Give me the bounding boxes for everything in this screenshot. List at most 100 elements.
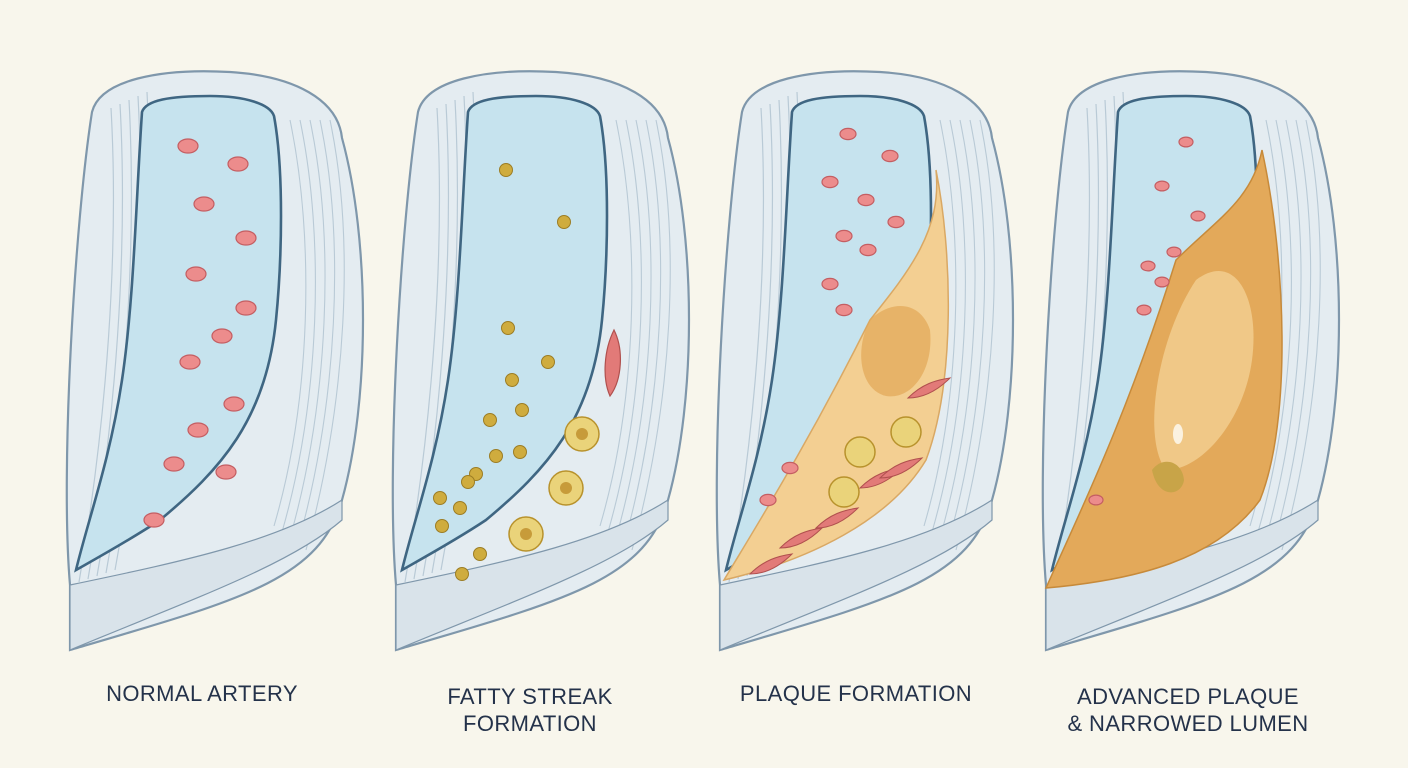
foam-cell-nucleus <box>576 428 588 440</box>
red-blood-cell <box>223 396 245 412</box>
caption-plaque-formation: PLAQUE FORMATION <box>739 681 973 706</box>
lipid-droplet <box>453 501 467 515</box>
red-blood-cell <box>163 456 185 472</box>
wall-cross-section <box>719 498 993 651</box>
foam-cell <box>844 436 876 468</box>
wall-fibre <box>281 119 316 533</box>
red-blood-cell <box>1190 210 1206 222</box>
wall-fibre <box>607 119 642 533</box>
wall-fibre <box>631 119 671 551</box>
lipid-droplet <box>505 373 519 387</box>
red-blood-cell <box>179 354 201 370</box>
panel-fatty-streak <box>391 70 691 652</box>
red-blood-cell <box>781 461 799 475</box>
cholesterol-crystal <box>1173 424 1183 444</box>
lipid-droplet <box>513 445 527 459</box>
plaque-core <box>1154 271 1254 470</box>
wall-fibre <box>1265 119 1302 539</box>
wall-cross-section <box>69 498 343 651</box>
red-blood-cell <box>1088 494 1104 506</box>
caption-advanced-plaque: ADVANCED PLAQUE & NARROWED LUMEN <box>1067 684 1309 736</box>
wall-fibre <box>599 119 633 527</box>
red-blood-cell <box>1136 304 1152 316</box>
red-blood-cell <box>235 300 257 316</box>
lipid-droplet <box>489 449 503 463</box>
lipid-droplet <box>435 519 449 533</box>
wall-fibre <box>1273 119 1312 545</box>
lipid-core <box>861 306 931 397</box>
red-blood-cell <box>143 512 165 528</box>
panel-plaque-formation <box>715 70 1015 652</box>
red-blood-cell <box>759 493 777 507</box>
lipid-droplet <box>461 475 475 489</box>
wall-cross-section <box>395 498 669 651</box>
panel-advanced-plaque <box>1041 70 1341 652</box>
red-blood-cell <box>835 303 853 317</box>
smooth-muscle-cell <box>748 553 794 575</box>
smooth-muscle-cell <box>878 457 924 479</box>
artery-wall-group <box>1041 70 1341 652</box>
wall-fibre <box>955 119 995 551</box>
red-blood-cell <box>881 149 899 163</box>
red-blood-cell <box>211 328 233 344</box>
wall-fibre <box>273 119 307 527</box>
calcified-spot <box>1152 461 1184 493</box>
lipid-droplet <box>541 355 555 369</box>
artery-wall-group <box>391 70 691 652</box>
wall-fibre <box>289 119 326 539</box>
red-blood-cell <box>235 230 257 246</box>
smooth-muscle-cell <box>778 527 824 549</box>
red-blood-cell <box>1166 246 1182 258</box>
wall-fibre <box>297 119 336 545</box>
red-blood-cell <box>839 127 857 141</box>
wall-fibre <box>615 119 652 539</box>
wall-fibre <box>305 119 345 551</box>
lipid-droplet <box>433 491 447 505</box>
lipid-droplet <box>473 547 487 561</box>
foam-cell <box>890 416 922 448</box>
red-blood-cell <box>227 156 249 172</box>
red-blood-cell <box>1140 260 1156 272</box>
red-blood-cell <box>835 229 853 243</box>
wall-fibre <box>623 119 662 545</box>
red-blood-cell <box>177 138 199 154</box>
smooth-muscle-cell <box>604 328 621 398</box>
artery-wall-group <box>715 70 1015 652</box>
red-blood-cell <box>215 464 237 480</box>
red-blood-cell <box>1154 276 1170 288</box>
wall-fibre <box>1257 119 1292 533</box>
wall-fibre <box>923 119 957 527</box>
red-blood-cell <box>187 422 209 438</box>
red-blood-cell <box>859 243 877 257</box>
artery-wall-group <box>65 70 365 652</box>
red-blood-cell <box>887 215 905 229</box>
lipid-droplet <box>557 215 571 229</box>
smooth-muscle-cell <box>814 507 860 529</box>
lipid-droplet <box>515 403 529 417</box>
panel-normal-artery <box>65 70 365 652</box>
red-blood-cell <box>857 193 875 207</box>
red-blood-cell <box>821 175 839 189</box>
lipid-droplet <box>501 321 515 335</box>
red-blood-cell <box>185 266 207 282</box>
lipid-droplet <box>483 413 497 427</box>
lipid-droplet <box>455 567 469 581</box>
red-blood-cell <box>1154 180 1170 192</box>
smooth-muscle-cell <box>906 377 952 399</box>
foam-cell-nucleus <box>520 528 532 540</box>
artery-lumen <box>74 94 283 573</box>
wall-fibre <box>931 119 966 533</box>
lipid-droplet <box>499 163 513 177</box>
wall-fibre <box>947 119 986 545</box>
red-blood-cell <box>193 196 215 212</box>
caption-normal-artery: NORMAL ARTERY <box>106 681 298 706</box>
foam-cell-nucleus <box>560 482 572 494</box>
red-blood-cell <box>1178 136 1194 148</box>
wall-fibre <box>939 119 976 539</box>
caption-fatty-streak: FATTY STREAK FORMATION <box>447 684 613 736</box>
red-blood-cell <box>821 277 839 291</box>
foam-cell <box>828 476 860 508</box>
wall-fibre <box>1281 119 1321 551</box>
